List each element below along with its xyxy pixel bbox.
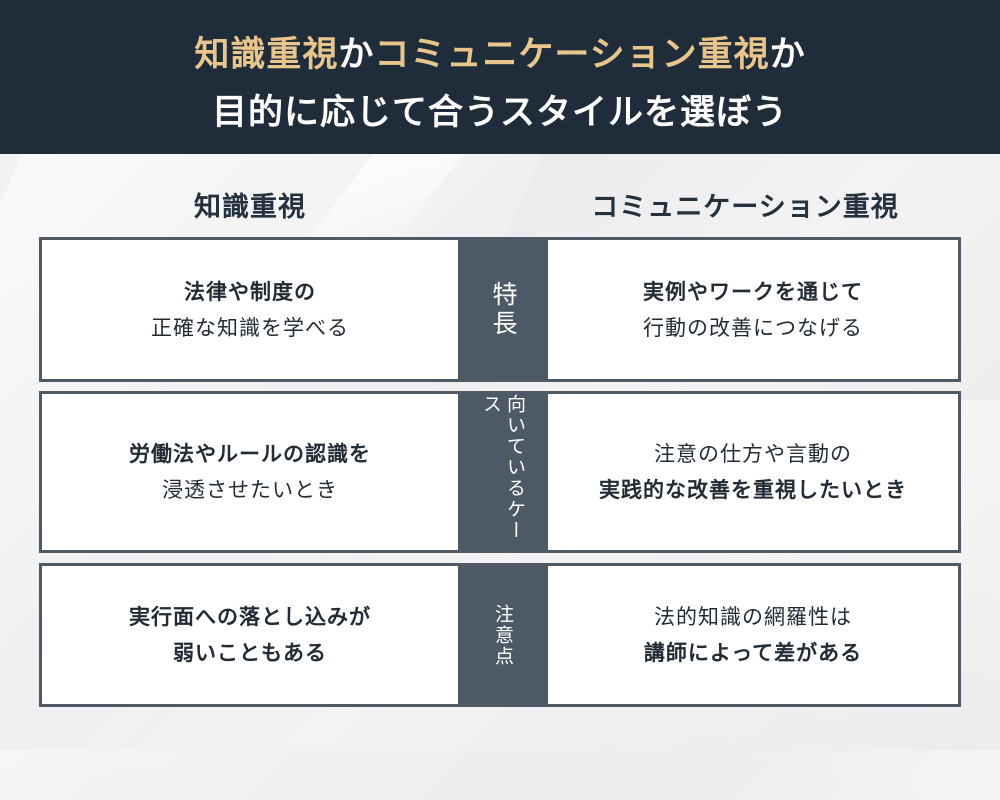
row-label-text: 注意点 [492,603,514,667]
cell-line: 労働法やルールの認識を [129,442,371,466]
cell-line: 実行面への落とし込みが [129,605,371,629]
row-label-text: 向いているケース [480,394,526,541]
communication-features: 実例やワークを通じて 行動の改善につなげる [548,240,958,379]
cell-line: 行動の改善につなげる [643,315,863,340]
cell-line: 講師によって差がある [643,641,863,665]
knowledge-suitable-cases: 労働法やルールの認識を 浸透させたいとき [42,394,458,550]
comparison-row-suitable-cases: 労働法やルールの認識を 浸透させたいとき 向いているケース 注意の仕方や言動の … [39,391,961,553]
comparison-row-features: 法律や制度の 正確な知識を学べる 特長 実例やワークを通じて 行動の改善につなげ… [39,237,961,382]
row-label-caveats: 注意点 [458,566,548,704]
title-banner: 知識重視かコミュニケーション重視か 目的に応じて合うスタイルを選ぼう [0,0,1000,154]
row-label-text: 特長 [489,280,518,339]
cell-line: 実践的な改善を重視したいとき [599,478,907,502]
title-ka: か [769,35,806,75]
knowledge-caveats: 実行面への落とし込みが 弱いこともある [42,566,458,704]
title-line-2: 目的に応じて合うスタイルを選ぼう [211,93,788,133]
title-knowledge: 知識重視 [194,35,339,75]
column-title-communication: コミュニケーション重視 [591,192,899,223]
title-line-1: 知識重視かコミュニケーション重視か [0,26,1000,77]
column-title-knowledge: 知識重視 [194,192,306,223]
cell-line: 注意の仕方や言動の [654,442,852,466]
cell-line: 浸透させたいとき [162,478,338,502]
cell-line: 実例やワークを通じて [643,279,863,304]
cell-line: 弱いこともある [173,641,327,665]
title-ka: か [338,35,375,75]
row-label-suitable-cases: 向いているケース [458,394,548,550]
communication-suitable-cases: 注意の仕方や言動の 実践的な改善を重視したいとき [548,394,958,550]
comparison-row-caveats: 実行面への落とし込みが 弱いこともある 注意点 法的知識の網羅性は 講師によって… [39,563,961,707]
cell-line: 法律や制度の [184,279,316,304]
cell-line: 正確な知識を学べる [151,315,349,340]
communication-caveats: 法的知識の網羅性は 講師によって差がある [548,566,958,704]
title-communication: コミュニケーション重視 [374,35,770,75]
row-label-features: 特長 [458,240,548,379]
cell-line: 法的知識の網羅性は [654,605,852,629]
knowledge-features: 法律や制度の 正確な知識を学べる [42,240,458,379]
